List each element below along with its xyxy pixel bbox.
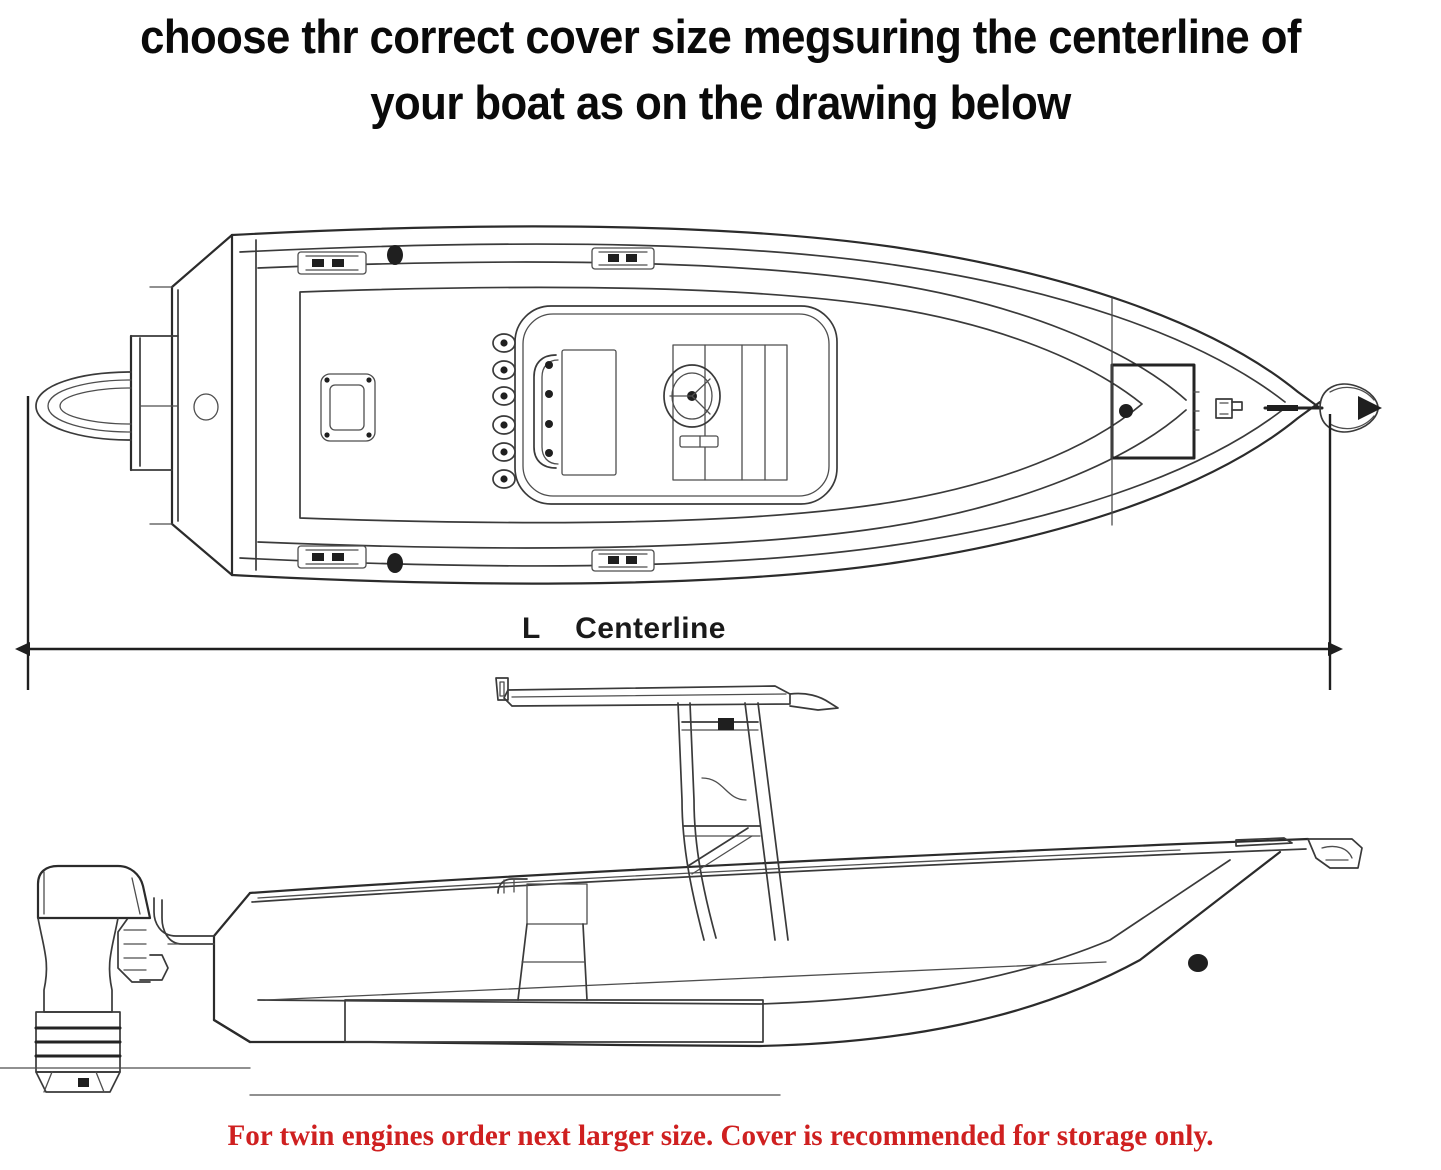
outboard-cowl-outer	[35, 371, 132, 441]
t-top-leg-front-inner	[757, 702, 789, 941]
bow-hatch-latch	[1119, 404, 1133, 418]
t-top-frame-outer	[514, 305, 838, 505]
stern-bollard-starboard	[387, 553, 403, 573]
stern-cleat-starboard	[297, 545, 367, 569]
rod-holder-5	[492, 442, 516, 462]
top-view	[35, 225, 1382, 585]
stern-bollard-port	[387, 245, 403, 265]
t-top-side	[495, 677, 839, 941]
engine-midsection	[37, 917, 119, 1013]
deck-hatch	[320, 373, 376, 442]
rod-holders	[492, 333, 516, 489]
hull-rubrail-upper	[239, 243, 1286, 403]
engine-tilt-tube	[139, 954, 169, 981]
stern-cleat-port	[297, 251, 367, 275]
rod-holder-4	[492, 415, 516, 435]
dimension-label: L Centerline	[522, 612, 726, 645]
t-top-leg-rear-outer	[677, 702, 705, 941]
hull-bottom-side	[212, 850, 1282, 1048]
transom-outer-face	[170, 233, 234, 577]
outboard-cowl-profile	[36, 864, 152, 920]
hull-outer-sheer-lower	[230, 400, 1322, 585]
steering-wheel	[663, 364, 721, 428]
page-title: choose thr correct cover size megsuring …	[140, 10, 1301, 129]
t-top-leg-front-outer	[744, 702, 776, 941]
deck-liner-lower	[257, 409, 1187, 549]
engine-bracket	[117, 917, 151, 983]
anchor-roller-tip	[1358, 396, 1382, 420]
hull-stripe	[344, 999, 764, 1043]
outboard-cowl-inner	[47, 379, 132, 433]
t-top-canopy	[503, 685, 791, 707]
engine-skeg	[35, 1071, 121, 1093]
console-grab-rail	[497, 878, 528, 894]
bow-hatch	[1110, 363, 1200, 460]
hull-rubrail-lower	[239, 407, 1286, 567]
chine-line	[257, 859, 1231, 1005]
side-view	[0, 677, 1363, 1096]
rod-holder-2	[492, 360, 516, 380]
leaning-post	[533, 349, 617, 476]
splashwell-inner	[161, 899, 215, 945]
footer-note: For twin engines order next larger size.…	[227, 1119, 1214, 1152]
engine-anode	[78, 1078, 89, 1087]
drain-plug-icon	[193, 393, 219, 421]
t-top-leg-rear-inner	[689, 702, 717, 939]
throttle-lever	[679, 435, 719, 448]
t-top-frame-inner	[522, 313, 830, 497]
t-top-rear-bracket	[495, 677, 509, 701]
console-support-front	[517, 923, 528, 1001]
console-side	[526, 883, 588, 925]
t-top-fitting	[718, 718, 734, 730]
rod-holder-3	[492, 386, 516, 406]
splashwell	[153, 897, 215, 937]
bow-pulpit	[1235, 837, 1293, 847]
gunwale-inner	[257, 849, 1181, 899]
mid-cleat-port	[591, 247, 655, 270]
console-support-rear	[582, 923, 588, 1001]
engine-lower-unit	[35, 1011, 121, 1073]
t-top-forward-lip	[789, 692, 839, 711]
bow-eye-side	[1188, 954, 1208, 972]
bow-cleat	[1215, 398, 1243, 419]
bow-stem	[1307, 838, 1363, 869]
hull-outer-sheer-upper	[230, 225, 1322, 410]
outboard-cowl-inner2	[59, 387, 132, 425]
bow-eye-shaft-dark	[1267, 405, 1298, 411]
helm-console	[663, 344, 788, 481]
deck-liner-upper	[257, 261, 1187, 401]
cockpit-sole-outline	[299, 286, 1143, 524]
gunwale-top	[248, 837, 1310, 895]
anchor-roller-outline	[1319, 383, 1379, 433]
mid-cleat-starboard	[591, 549, 655, 572]
rod-holder-6	[492, 469, 516, 489]
cockpit-sole-side	[265, 961, 1107, 1001]
gunwale-under	[251, 848, 1307, 903]
rod-holder-1	[492, 333, 516, 353]
t-top-diagonal-brace	[687, 827, 749, 867]
transom-profile	[212, 891, 252, 1044]
